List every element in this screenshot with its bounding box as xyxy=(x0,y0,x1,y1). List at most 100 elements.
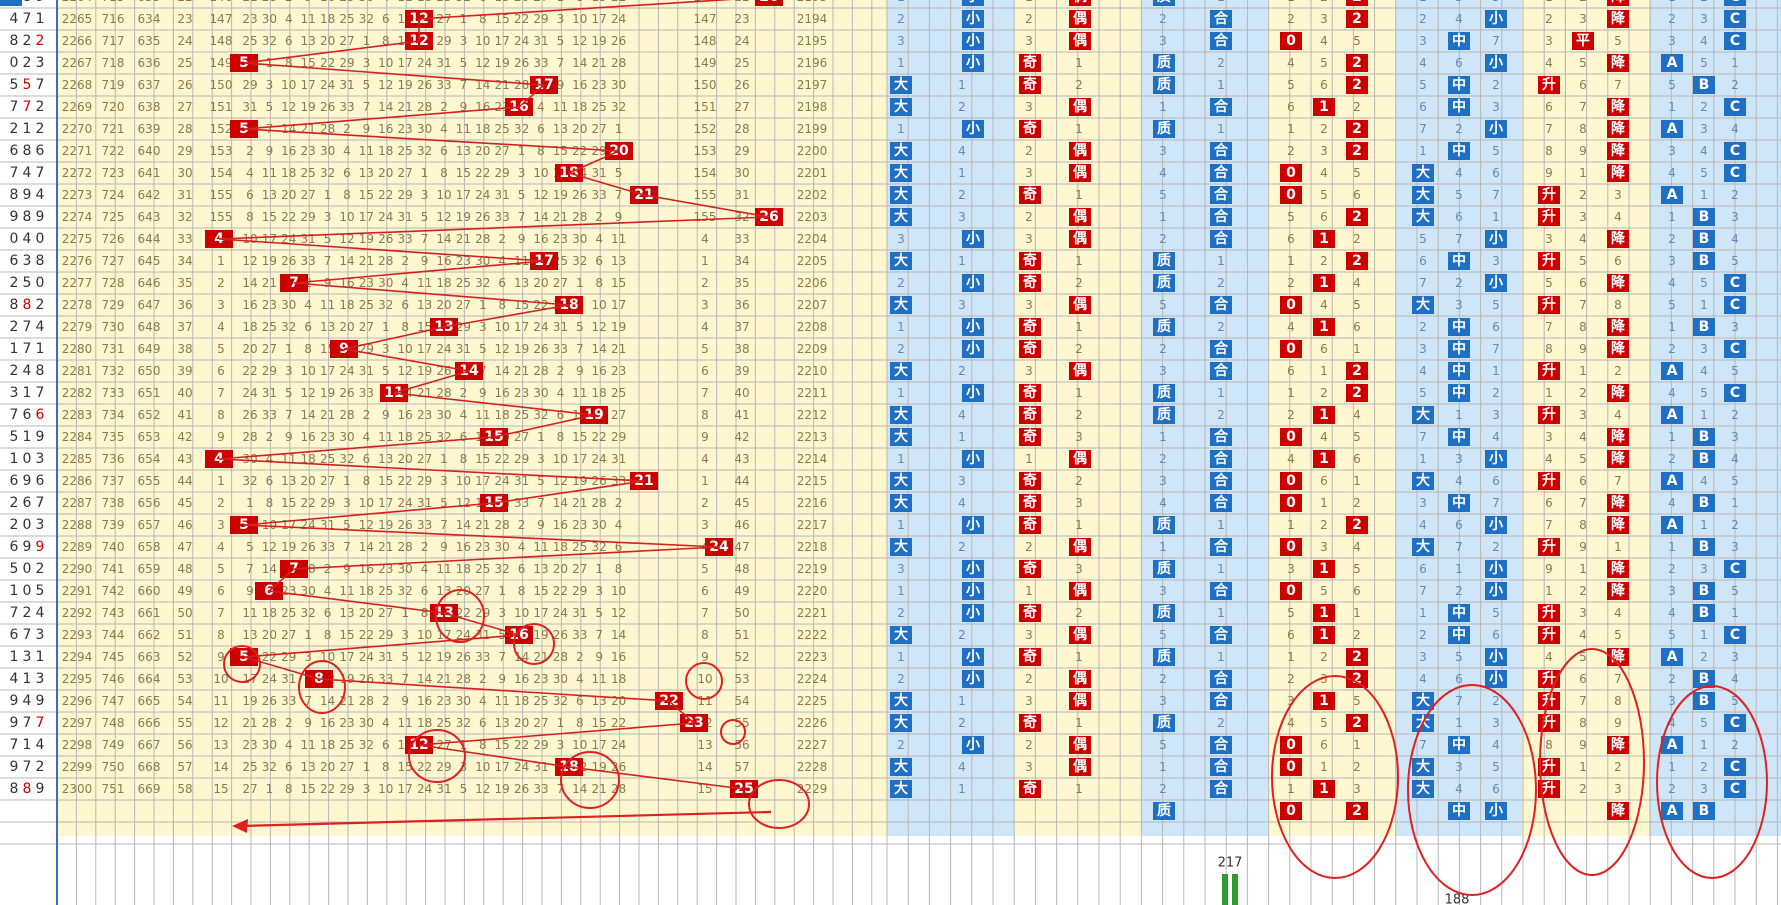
omission-value: 26 xyxy=(320,100,335,114)
abc-size-cell-label: 中 xyxy=(1452,252,1466,269)
omission-value: 25 xyxy=(436,716,451,730)
omission-value: 28 xyxy=(572,210,587,224)
omission-value: 23 xyxy=(456,254,471,268)
forecast-a-label: A xyxy=(1667,803,1678,819)
omission-value: 2 xyxy=(1159,12,1167,26)
prime-cell-label: 质 xyxy=(1157,0,1171,5)
abc-size-cell-label: 大 xyxy=(1416,472,1430,489)
omission-value: 16 xyxy=(301,430,316,444)
draw-digit: 6 xyxy=(10,473,19,489)
omission-value: 25 xyxy=(436,0,451,4)
omission-value: 31 xyxy=(611,452,626,466)
omission-value: 6 xyxy=(1455,210,1463,224)
omission-value: 3 xyxy=(1159,694,1167,708)
period-number: 2199 xyxy=(797,122,828,136)
draw-digit: 7 xyxy=(36,165,45,181)
route-cell xyxy=(1313,230,1335,248)
omission-value: 28 xyxy=(611,56,626,70)
omission-counter: 2 xyxy=(217,496,225,510)
omission-value: 29 xyxy=(262,364,277,378)
composite-cell-label: 合 xyxy=(1214,208,1229,225)
omission-value: 32 xyxy=(417,144,432,158)
omission-value: 4 xyxy=(1353,408,1361,422)
prime-cell-label: 质 xyxy=(1157,604,1171,621)
even-cell-label: 偶 xyxy=(1073,296,1087,313)
small-cell xyxy=(962,648,984,666)
prime-cell xyxy=(1153,406,1175,424)
omission-value: 5 xyxy=(1579,56,1587,70)
omission-counter: 668 xyxy=(138,760,161,774)
abc-cell xyxy=(1693,670,1715,688)
omission-value: 1 xyxy=(1287,0,1295,4)
route-cell xyxy=(1280,186,1302,204)
omission-counter: 45 xyxy=(177,496,192,510)
omission-value: 7 xyxy=(285,408,293,422)
omission-value: 15 xyxy=(553,144,568,158)
omission-value: 29 xyxy=(514,452,529,466)
omission-value: 30 xyxy=(359,716,374,730)
omission-value: 30 xyxy=(339,430,354,444)
omission-value: 54 xyxy=(734,694,749,708)
omission-value: 10 xyxy=(417,628,432,642)
trend-cell xyxy=(1538,186,1560,204)
omission-value: 24 xyxy=(592,452,607,466)
omission-value: 27 xyxy=(475,584,490,598)
draw-digit: 6 xyxy=(36,473,45,489)
period-number: 2215 xyxy=(797,474,828,488)
abc-cell xyxy=(1661,186,1683,204)
omission-value: 3 xyxy=(363,782,371,796)
omission-value: 32 xyxy=(553,694,568,708)
big-cell xyxy=(890,142,912,160)
even-cell-label: 偶 xyxy=(1073,626,1087,643)
odd-cell-label: 奇 xyxy=(1023,428,1037,445)
omission-value: 4 xyxy=(958,496,966,510)
omission-counter: 654 xyxy=(138,452,161,466)
omission-value: 6 xyxy=(1353,188,1361,202)
abc-cell-label: B xyxy=(1699,495,1710,511)
omission-value: 3 xyxy=(1492,408,1500,422)
omission-value: 4 xyxy=(343,144,351,158)
omission-value: 25 xyxy=(495,122,510,136)
omission-value: 19 xyxy=(417,364,432,378)
omission-value: 2 xyxy=(1731,408,1739,422)
draw-digit: 8 xyxy=(10,33,19,49)
even-cell-label: 偶 xyxy=(1073,692,1087,709)
omission-value: 26 xyxy=(456,650,471,664)
omission-value: 1 xyxy=(1579,364,1587,378)
omission-counter: 635 xyxy=(138,34,161,48)
omission-value: 8 xyxy=(363,474,371,488)
omission-value: 2 xyxy=(1700,100,1708,114)
even-cell xyxy=(1069,626,1091,644)
omission-value: 1 xyxy=(1579,760,1587,774)
omission-value: 27 xyxy=(436,12,451,26)
omission-value: 5 xyxy=(1668,628,1676,642)
omission-counter: 34 xyxy=(177,254,192,268)
omission-value: 1 xyxy=(1419,606,1427,620)
trend-cell-label: 升 xyxy=(1542,714,1556,731)
yellow-panel xyxy=(57,0,887,836)
omission-counter: 734 xyxy=(102,408,125,422)
omission-value: 4 xyxy=(701,320,709,334)
forecast-b-label: B xyxy=(1699,803,1710,819)
draw-digit: 6 xyxy=(36,143,45,159)
composite-cell-label: 合 xyxy=(1214,736,1229,753)
omission-value: 5 xyxy=(1320,56,1328,70)
omission-value: 15 xyxy=(611,276,626,290)
omission-value: 6 xyxy=(1353,452,1361,466)
omission-value: 7 xyxy=(246,562,254,576)
period-number: 2216 xyxy=(797,496,828,510)
omission-value: 21 xyxy=(320,408,335,422)
omission-value: 8 xyxy=(1579,122,1587,136)
omission-value: 2 xyxy=(1419,12,1427,26)
omission-value: 2 xyxy=(1320,0,1328,4)
omission-value: 2 xyxy=(1159,342,1167,356)
omission-value: 19 xyxy=(262,254,277,268)
omission-value: 3 xyxy=(1025,232,1033,246)
prime-cell-label: 质 xyxy=(1157,76,1171,93)
omission-counter: 2275 xyxy=(62,232,93,246)
omission-value: 15 xyxy=(262,210,277,224)
composite-cell xyxy=(1210,582,1232,600)
omission-counter: 715 xyxy=(102,0,125,4)
omission-value: 16 xyxy=(242,298,257,312)
period-number: 2207 xyxy=(797,298,828,312)
